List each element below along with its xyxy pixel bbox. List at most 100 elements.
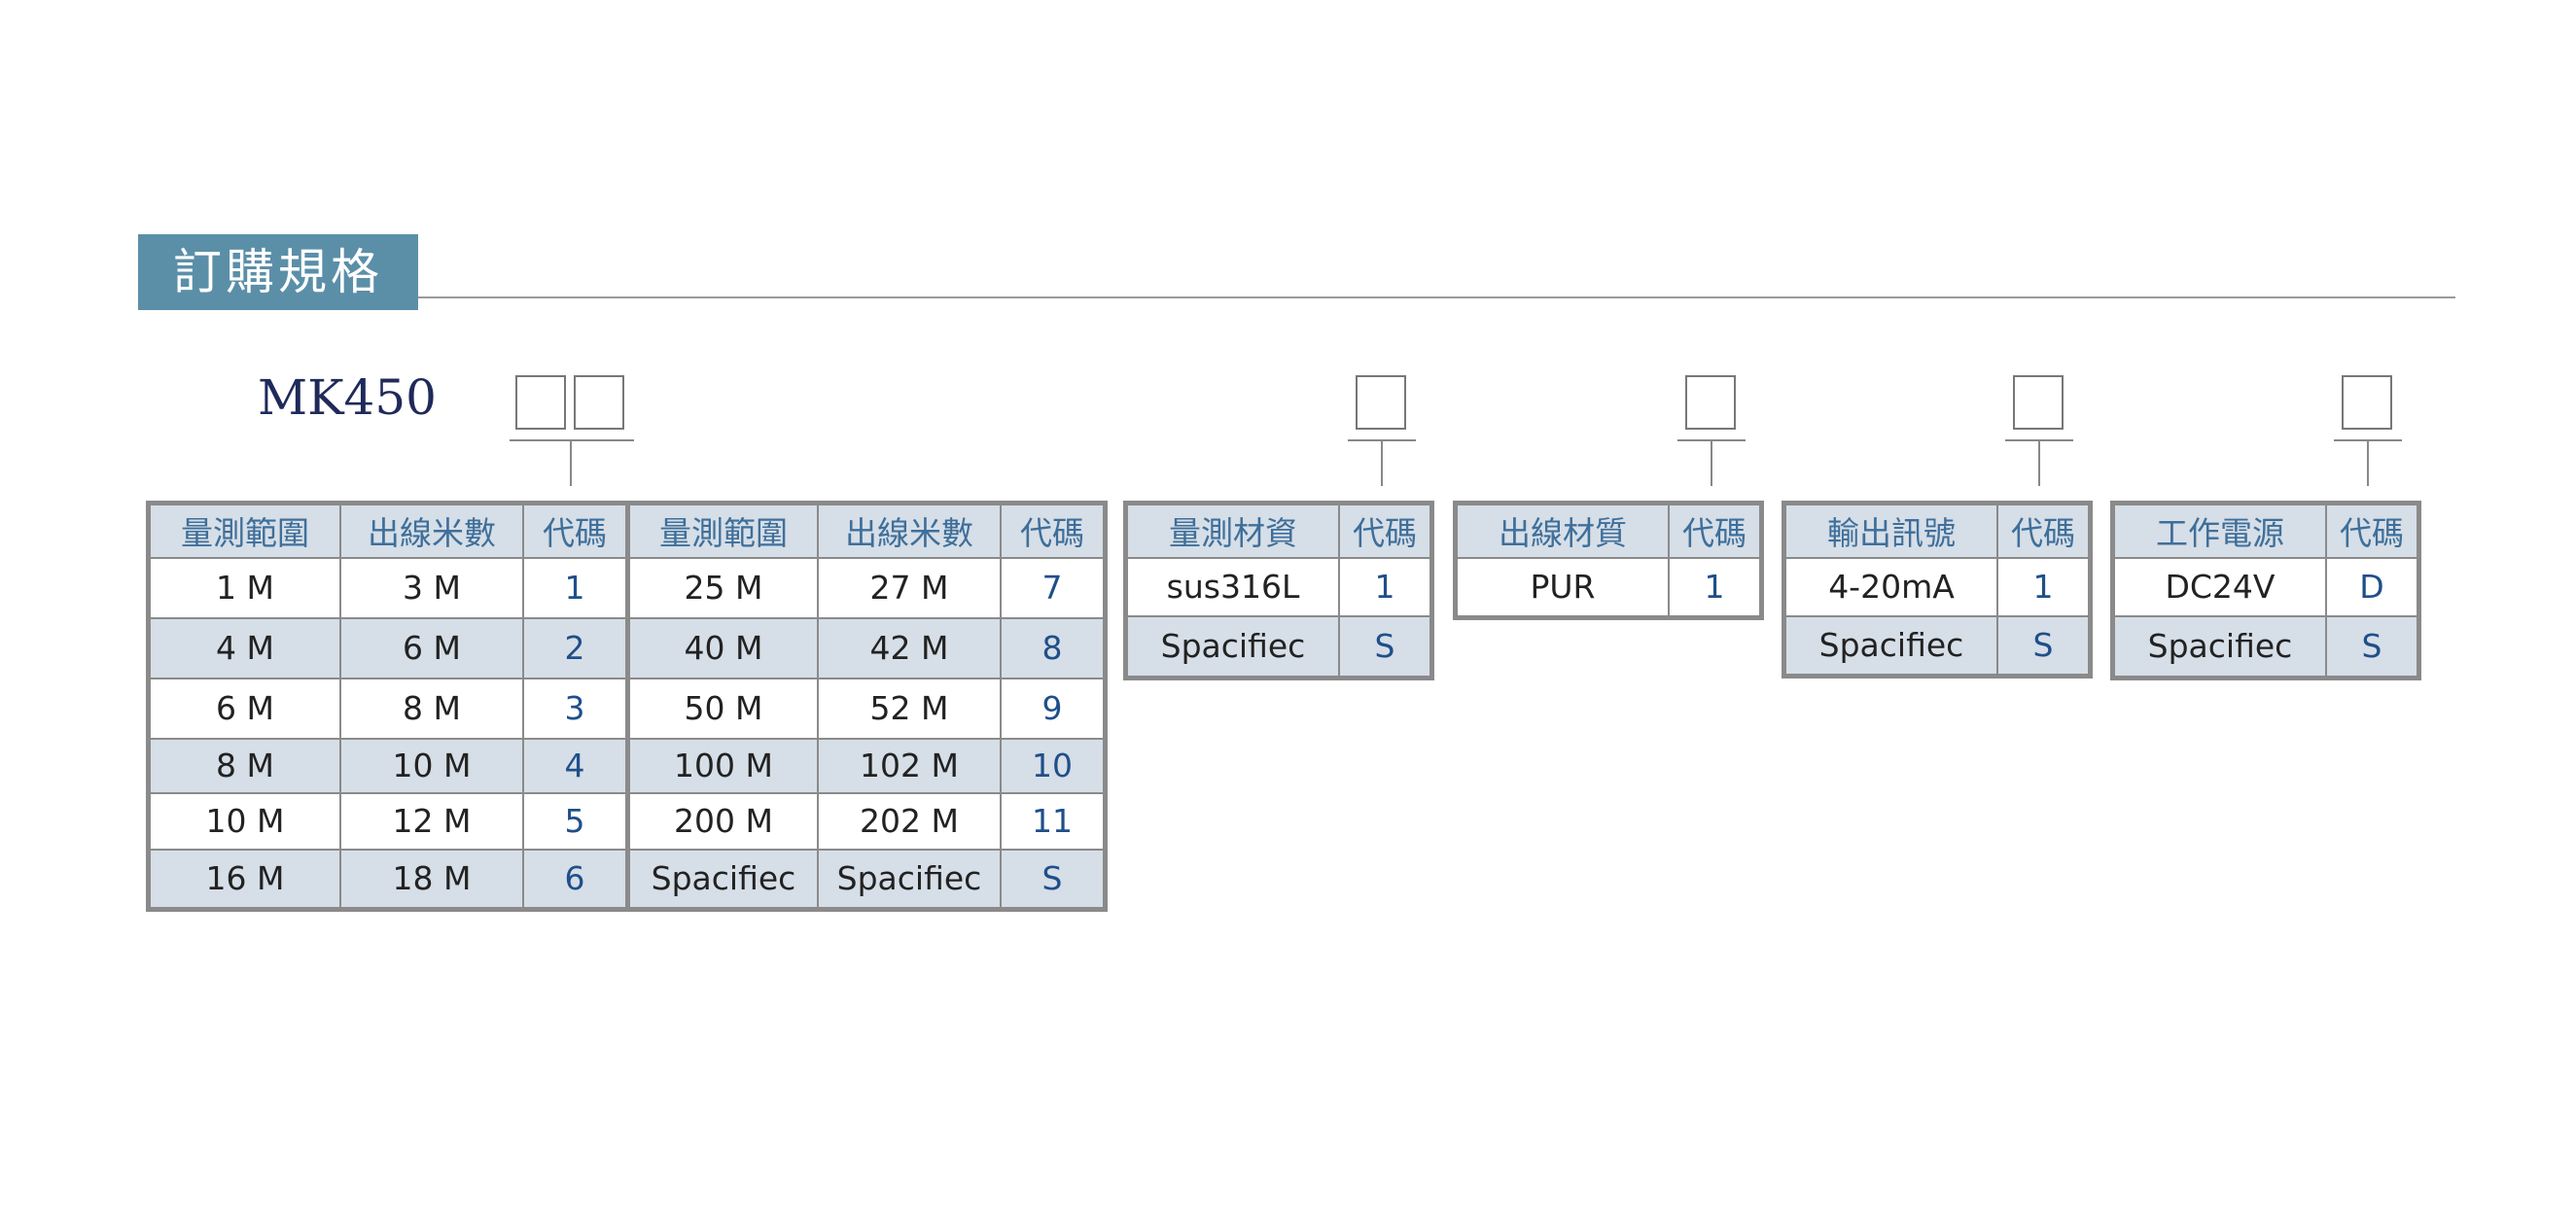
table-cell: 3 bbox=[522, 677, 629, 740]
table-row: DC24V D bbox=[2111, 556, 2420, 617]
table-header-row: 出線材質 代碼 bbox=[1454, 502, 1763, 559]
table-cell: Spacifiec bbox=[1124, 614, 1340, 679]
table-row: 8 M 10 M 4 100 M 102 M 10 bbox=[147, 737, 1107, 794]
table-cell: D bbox=[2325, 556, 2420, 617]
table-cell: 8 M bbox=[339, 677, 524, 740]
table-cell: 40 M bbox=[625, 616, 819, 679]
table-header-cell: 代碼 bbox=[522, 502, 629, 559]
table-row: 4 M 6 M 2 40 M 42 M 8 bbox=[147, 616, 1107, 679]
table-cell: 100 M bbox=[625, 737, 819, 794]
table-cell: DC24V bbox=[2111, 556, 2327, 617]
table-cell: 5 bbox=[522, 791, 629, 851]
table-cell: 11 bbox=[1000, 791, 1107, 851]
table-cell: 200 M bbox=[625, 791, 819, 851]
table-cell: Spacifiec bbox=[817, 848, 1002, 911]
table-cell: 8 M bbox=[147, 737, 341, 794]
title-divider bbox=[418, 296, 2455, 298]
table-cell: 10 bbox=[1000, 737, 1107, 794]
table-header-cell: 代碼 bbox=[1996, 502, 2092, 559]
code-slot-range-2 bbox=[574, 375, 624, 430]
table-cell: PUR bbox=[1454, 556, 1670, 619]
table-cell: S bbox=[1000, 848, 1107, 911]
table-cell: 6 M bbox=[339, 616, 524, 679]
table-cell: 10 M bbox=[147, 791, 341, 851]
table-row: Spacifiec S bbox=[1782, 614, 2092, 678]
material-table: 量測材資 代碼 sus316L 1 Spacifiec S bbox=[1123, 501, 1434, 680]
slot-connector-range bbox=[570, 439, 572, 486]
table-header-row: 量測材資 代碼 bbox=[1124, 502, 1433, 559]
table-header-row: 量測範圍 出線米數 代碼 量測範圍 出線米數 代碼 bbox=[147, 502, 1107, 559]
cable-table: 出線材質 代碼 PUR 1 bbox=[1453, 501, 1764, 620]
table-cell: 25 M bbox=[625, 556, 819, 619]
table-cell: 8 bbox=[1000, 616, 1107, 679]
table-header-cell: 工作電源 bbox=[2111, 502, 2327, 559]
table-cell: 1 M bbox=[147, 556, 341, 619]
signal-table: 輸出訊號 代碼 4-20mA 1 Spacifiec S bbox=[1782, 501, 2093, 679]
table-cell: 102 M bbox=[817, 737, 1002, 794]
table-cell: 1 bbox=[1668, 556, 1763, 619]
table-cell: 7 bbox=[1000, 556, 1107, 619]
table-cell: 50 M bbox=[625, 677, 819, 740]
table-cell: S bbox=[1338, 614, 1433, 679]
table-cell: 16 M bbox=[147, 848, 341, 911]
table-cell: 1 bbox=[1338, 556, 1433, 617]
table-header-cell: 出線材質 bbox=[1454, 502, 1670, 559]
table-row: Spacifiec S bbox=[2111, 614, 2420, 679]
table-cell: 1 bbox=[1996, 556, 2092, 617]
table-header-cell: 量測範圍 bbox=[625, 502, 819, 559]
table-cell: S bbox=[1996, 614, 2092, 678]
slot-bracket-range bbox=[510, 439, 634, 441]
slot-connector-cable bbox=[1711, 439, 1712, 486]
table-header-row: 輸出訊號 代碼 bbox=[1782, 502, 2092, 559]
table-header-cell: 輸出訊號 bbox=[1782, 502, 1998, 559]
table-header-cell: 代碼 bbox=[1338, 502, 1433, 559]
table-row: 4-20mA 1 bbox=[1782, 556, 2092, 617]
table-cell: 4 M bbox=[147, 616, 341, 679]
table-row: Spacifiec S bbox=[1124, 614, 1433, 679]
model-number: MK450 bbox=[258, 369, 437, 426]
code-slot-cable bbox=[1685, 375, 1736, 430]
table-cell: 9 bbox=[1000, 677, 1107, 740]
table-cell: sus316L bbox=[1124, 556, 1340, 617]
table-cell: 12 M bbox=[339, 791, 524, 851]
table-cell: 6 M bbox=[147, 677, 341, 740]
table-header-cell: 代碼 bbox=[1000, 502, 1107, 559]
table-cell: 52 M bbox=[817, 677, 1002, 740]
table-header-row: 工作電源 代碼 bbox=[2111, 502, 2420, 559]
range-table: 量測範圍 出線米數 代碼 量測範圍 出線米數 代碼 1 M 3 M 1 25 M… bbox=[146, 501, 1108, 912]
slot-connector-power bbox=[2367, 439, 2369, 486]
table-cell: 4-20mA bbox=[1782, 556, 1998, 617]
table-header-cell: 出線米數 bbox=[817, 502, 1002, 559]
table-row: 16 M 18 M 6 Spacifiec Spacifiec S bbox=[147, 848, 1107, 911]
power-table: 工作電源 代碼 DC24V D Spacifiec S bbox=[2110, 501, 2421, 680]
table-header-cell: 代碼 bbox=[1668, 502, 1763, 559]
slot-connector-material bbox=[1381, 439, 1383, 486]
table-row: 1 M 3 M 1 25 M 27 M 7 bbox=[147, 556, 1107, 619]
table-row: PUR 1 bbox=[1454, 556, 1763, 619]
table-cell: 27 M bbox=[817, 556, 1002, 619]
table-row: sus316L 1 bbox=[1124, 556, 1433, 617]
code-slot-range-1 bbox=[515, 375, 566, 430]
table-cell: 18 M bbox=[339, 848, 524, 911]
table-row: 10 M 12 M 5 200 M 202 M 11 bbox=[147, 791, 1107, 851]
table-header-cell: 量測範圍 bbox=[147, 502, 341, 559]
table-header-cell: 出線米數 bbox=[339, 502, 524, 559]
code-slot-signal bbox=[2013, 375, 2064, 430]
table-cell: 202 M bbox=[817, 791, 1002, 851]
table-cell: Spacifiec bbox=[1782, 614, 1998, 678]
table-cell: 2 bbox=[522, 616, 629, 679]
table-cell: S bbox=[2325, 614, 2420, 679]
table-cell: 42 M bbox=[817, 616, 1002, 679]
code-slot-material bbox=[1356, 375, 1406, 430]
slot-connector-signal bbox=[2038, 439, 2040, 486]
table-cell: Spacifiec bbox=[2111, 614, 2327, 679]
table-cell: 10 M bbox=[339, 737, 524, 794]
table-cell: 4 bbox=[522, 737, 629, 794]
table-cell: 1 bbox=[522, 556, 629, 619]
table-header-cell: 代碼 bbox=[2325, 502, 2420, 559]
table-header-cell: 量測材資 bbox=[1124, 502, 1340, 559]
table-cell: 3 M bbox=[339, 556, 524, 619]
table-cell: Spacifiec bbox=[625, 848, 819, 911]
code-slot-power bbox=[2342, 375, 2392, 430]
table-row: 6 M 8 M 3 50 M 52 M 9 bbox=[147, 677, 1107, 740]
